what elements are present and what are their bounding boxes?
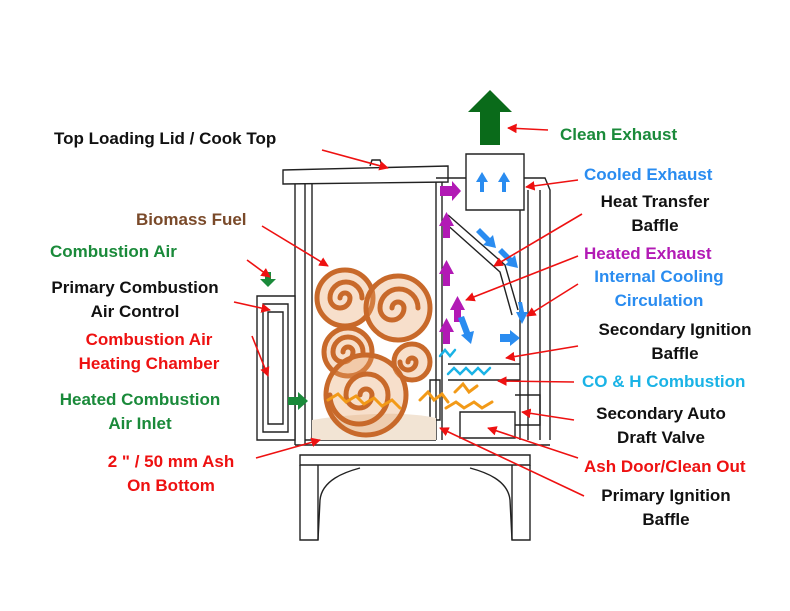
label-heat-transfer-baffle: Heat Transfer Baffle (572, 190, 738, 238)
label-heat-transfer-baffle-line1: Heat Transfer (600, 192, 710, 211)
label-internal-cooling: Internal Cooling Circulation (576, 265, 742, 313)
label-primary-air-control: Primary Combustion Air Control (36, 276, 234, 324)
label-heating-chamber-line2: Heating Chamber (78, 354, 220, 373)
heated-exhaust-arrows (439, 181, 465, 344)
clean-exhaust-arrow (468, 90, 512, 145)
label-heating-chamber-line1: Combustion Air (85, 330, 213, 349)
label-heated-exhaust: Heated Exhaust (584, 244, 712, 263)
label-combustion-air: Combustion Air (50, 242, 177, 261)
pointer-lines (233, 123, 585, 497)
label-secondary-ignition-baffle: Secondary Ignition Baffle (580, 318, 770, 366)
label-ash-bottom: 2 " / 50 mm Ash On Bottom (86, 450, 256, 498)
heated-air-inlet-arrow (288, 392, 308, 410)
label-internal-cooling-line2: Circulation (614, 291, 704, 310)
label-ash-bottom-line1: 2 " / 50 mm Ash (107, 452, 235, 471)
combustion-air-arrow (260, 272, 276, 287)
label-heating-chamber: Combustion Air Heating Chamber (60, 328, 238, 376)
label-primary-air-control-line1: Primary Combustion (51, 278, 219, 297)
label-clean-exhaust: Clean Exhaust (560, 125, 678, 144)
label-secondary-ignition-line2: Baffle (651, 344, 699, 363)
label-top-loading-lid: Top Loading Lid / Cook Top (54, 129, 277, 148)
label-internal-cooling-line1: Internal Cooling (594, 267, 724, 286)
label-ash-bottom-line2: On Bottom (127, 476, 215, 495)
label-secondary-draft-valve: Secondary Auto Draft Valve (576, 402, 746, 450)
label-ash-door: Ash Door/Clean Out (584, 457, 746, 476)
label-heated-air-inlet: Heated Combustion Air Inlet (44, 388, 236, 436)
label-primary-ignition-line2: Baffle (642, 510, 690, 529)
biomass-fuel-logs (314, 267, 433, 438)
label-co-h-combustion: CO & H Combustion (582, 372, 746, 391)
label-primary-ignition-baffle: Primary Ignition Baffle (586, 484, 746, 532)
label-secondary-ignition-line1: Secondary Ignition (598, 320, 752, 339)
label-secondary-draft-line2: Draft Valve (617, 428, 705, 447)
label-cooled-exhaust: Cooled Exhaust (584, 165, 713, 184)
label-heat-transfer-baffle-line2: Baffle (631, 216, 679, 235)
label-heated-air-inlet-line2: Air Inlet (108, 414, 172, 433)
label-biomass-fuel: Biomass Fuel (136, 210, 247, 229)
fire-flames (326, 381, 494, 410)
label-secondary-draft-line1: Secondary Auto (596, 404, 726, 423)
label-primary-ignition-line1: Primary Ignition (601, 486, 731, 505)
label-heated-air-inlet-line1: Heated Combustion (59, 390, 221, 409)
cooled-exhaust-arrows (458, 172, 528, 346)
co-h-combustion-flames (438, 348, 492, 376)
label-primary-air-control-line2: Air Control (90, 302, 180, 321)
